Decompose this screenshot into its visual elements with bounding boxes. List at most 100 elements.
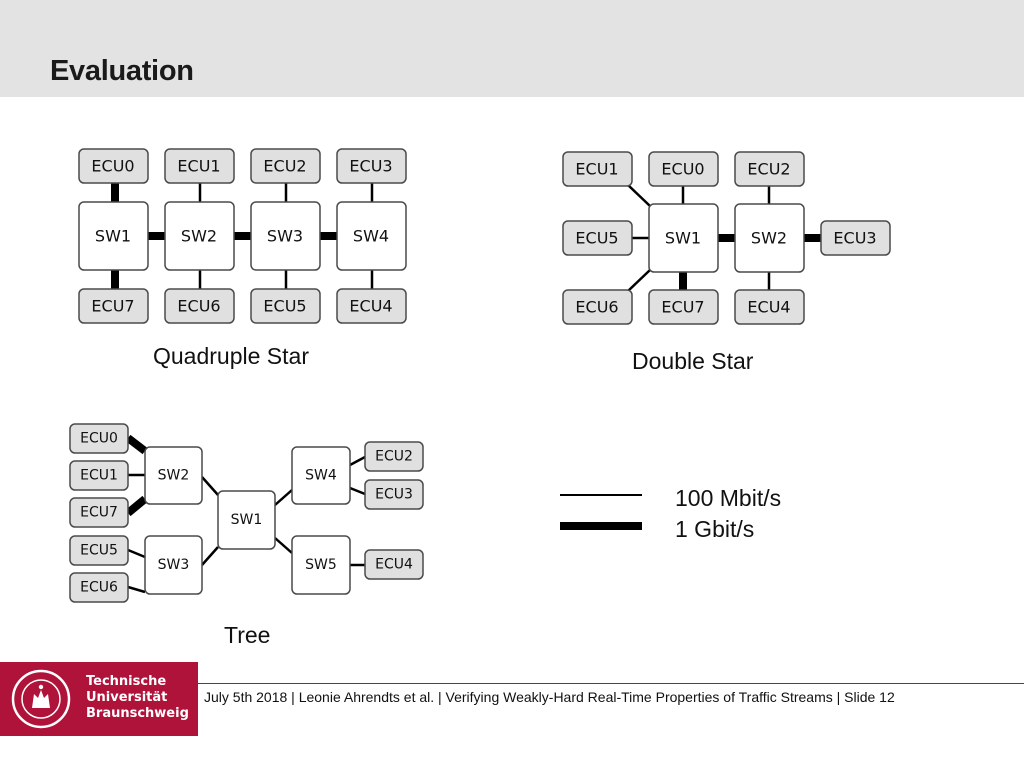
link-sw4-ecu2: [349, 455, 366, 467]
ds-sw1-label: SW1: [665, 229, 701, 248]
qs-sw3-node: SW3: [250, 201, 321, 271]
ds-ecu6-label: ECU6: [575, 298, 618, 317]
tree-ecu5-label: ECU5: [80, 543, 118, 559]
tree-ecu4-node: ECU4: [364, 549, 424, 580]
ds-sw2-label: SW2: [751, 229, 787, 248]
tree-ecu0-node: ECU0: [69, 423, 129, 454]
qs-ecu6-label: ECU6: [177, 297, 220, 316]
qs-sw3-label: SW3: [267, 227, 303, 246]
ds-sw2-node: SW2: [734, 203, 805, 273]
qs-ecu6-node: ECU6: [164, 288, 235, 324]
tree-sw4-label: SW4: [305, 468, 337, 484]
link-ecu0-sw2: [125, 434, 148, 455]
tree-sw1-node: SW1: [217, 490, 276, 550]
topology-diagrams: ECU0 ECU1 ECU2 ECU3 SW1 SW2 SW3 SW4 ECU7…: [69, 148, 891, 603]
ds-ecu1-label: ECU1: [575, 160, 618, 179]
tree-diagram: ECU0 ECU1 ECU7 ECU5 ECU6 SW2 SW3 SW1 SW4…: [69, 423, 424, 603]
ds-ecu2-label: ECU2: [747, 160, 790, 179]
tree-sw3-label: SW3: [158, 557, 190, 573]
quadruple-star-diagram: ECU0 ECU1 ECU2 ECU3 SW1 SW2 SW3 SW4 ECU7…: [78, 148, 407, 324]
qs-ecu4-node: ECU4: [336, 288, 407, 324]
ds-ecu4-label: ECU4: [747, 298, 790, 317]
link-sw1-sw4: [274, 489, 293, 506]
qs-ecu3-label: ECU3: [349, 157, 392, 176]
ds-ecu1-node: ECU1: [562, 151, 633, 187]
link-ecu5-sw3: [127, 548, 146, 559]
ds-sw1-node: SW1: [648, 203, 719, 273]
qs-sw2-label: SW2: [181, 227, 217, 246]
tree-sw5-label: SW5: [305, 557, 337, 573]
tree-ecu2-node: ECU2: [364, 441, 424, 472]
tree-ecu3-node: ECU3: [364, 479, 424, 510]
double-star-caption: Double Star: [632, 348, 754, 374]
link-sw4-ecu3: [349, 486, 366, 496]
link-sw1-sw5: [274, 537, 293, 554]
tree-ecu5-node: ECU5: [69, 535, 129, 566]
tree-caption: Tree: [224, 622, 271, 648]
legend-thin-label: 100 Mbit/s: [675, 485, 782, 511]
qs-ecu7-node: ECU7: [78, 288, 149, 324]
ds-ecu6-node: ECU6: [562, 289, 633, 325]
link-ecu6-sw3: [127, 585, 146, 594]
qs-ecu0-node: ECU0: [78, 148, 149, 184]
tree-ecu7-node: ECU7: [69, 497, 129, 528]
qs-ecu1-label: ECU1: [177, 157, 220, 176]
link-ecu7-sw2: [125, 495, 148, 517]
university-name: Technische Universität Braunschweig: [86, 674, 189, 722]
qs-sw2-node: SW2: [164, 201, 235, 271]
ds-ecu7-label: ECU7: [661, 298, 704, 317]
ds-ecu4-node: ECU4: [734, 289, 805, 325]
ds-ecu3-label: ECU3: [833, 229, 876, 248]
ds-ecu0-label: ECU0: [661, 160, 704, 179]
university-logo: Technische Universität Braunschweig: [0, 662, 198, 736]
ds-ecu5-label: ECU5: [575, 229, 618, 248]
tree-ecu3-label: ECU3: [375, 487, 413, 503]
ds-ecu7-node: ECU7: [648, 289, 719, 325]
logo-line-3: Braunschweig: [86, 706, 189, 721]
qs-ecu3-node: ECU3: [336, 148, 407, 184]
logo-line-2: Universität: [86, 690, 168, 705]
tree-ecu2-label: ECU2: [375, 449, 413, 465]
header-band: Evaluation: [0, 0, 1024, 97]
ds-ecu0-node: ECU0: [648, 151, 719, 187]
tree-ecu4-label: ECU4: [375, 557, 413, 573]
quadruple-star-caption: Quadruple Star: [153, 343, 309, 369]
link-sw2-sw1: [201, 476, 219, 496]
tree-sw4-node: SW4: [291, 446, 351, 505]
qs-sw1-label: SW1: [95, 227, 131, 246]
tree-ecu1-node: ECU1: [69, 460, 129, 491]
tree-sw3-node: SW3: [144, 535, 203, 595]
qs-ecu5-label: ECU5: [263, 297, 306, 316]
qs-sw4-label: SW4: [353, 227, 389, 246]
qs-ecu0-label: ECU0: [91, 157, 134, 176]
link-ecu6-sw1: [627, 269, 651, 292]
ds-ecu5-node: ECU5: [562, 220, 633, 256]
qs-sw1-node: SW1: [78, 201, 149, 271]
link-ecu1-sw1: [627, 184, 651, 207]
slide-title: Evaluation: [50, 55, 194, 87]
qs-ecu5-node: ECU5: [250, 288, 321, 324]
qs-ecu1-node: ECU1: [164, 148, 235, 184]
tree-ecu1-label: ECU1: [80, 468, 118, 484]
ds-ecu3-node: ECU3: [820, 220, 891, 256]
legend-thick-label: 1 Gbit/s: [675, 516, 755, 542]
qs-ecu2-label: ECU2: [263, 157, 306, 176]
tree-sw2-label: SW2: [158, 468, 190, 484]
qs-ecu4-label: ECU4: [349, 297, 392, 316]
tree-ecu7-label: ECU7: [80, 505, 118, 521]
logo-line-1: Technische: [86, 674, 167, 689]
link-sw3-sw1: [201, 546, 219, 566]
tree-sw5-node: SW5: [291, 535, 351, 595]
qs-ecu7-label: ECU7: [91, 297, 134, 316]
tree-ecu0-label: ECU0: [80, 431, 118, 447]
footer-rule: [198, 683, 1024, 684]
qs-ecu2-node: ECU2: [250, 148, 321, 184]
tree-sw2-node: SW2: [144, 446, 203, 505]
university-seal-icon: [11, 669, 71, 729]
qs-sw4-node: SW4: [336, 201, 407, 271]
footer-text: July 5th 2018 | Leonie Ahrendts et al. |…: [204, 689, 895, 705]
double-star-diagram: ECU1 ECU0 ECU2 ECU5 SW1 SW2 ECU3 ECU6 EC…: [562, 151, 891, 325]
tree-sw1-label: SW1: [231, 512, 263, 528]
tree-ecu6-node: ECU6: [69, 572, 129, 603]
tree-ecu6-label: ECU6: [80, 580, 118, 596]
